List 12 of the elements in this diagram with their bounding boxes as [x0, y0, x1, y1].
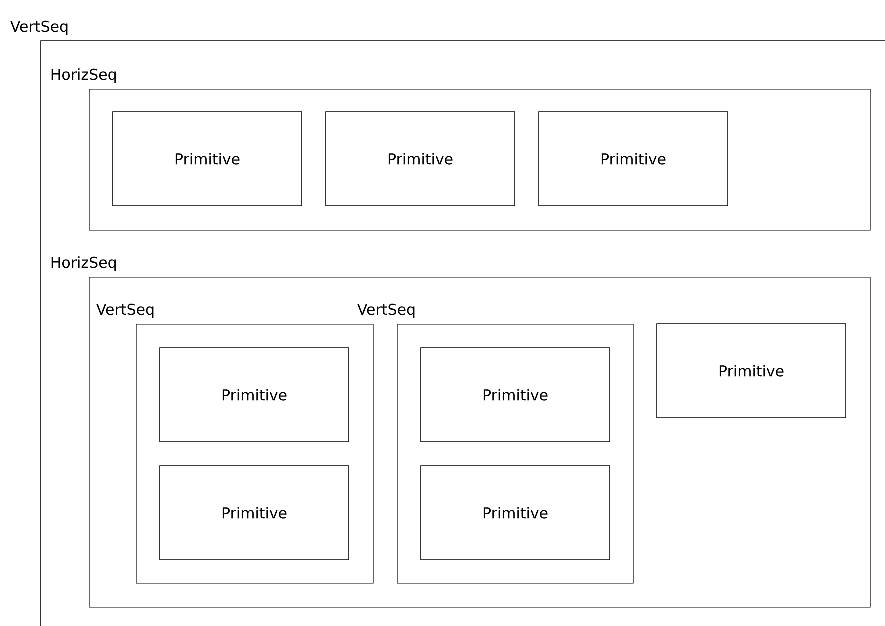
primitive-box: Primitive [538, 112, 728, 206]
primitive-box: Primitive [326, 112, 516, 206]
node-label: VertSeq [96, 304, 154, 318]
primitive-box: Primitive [160, 466, 350, 560]
primitive-box: Primitive [160, 348, 350, 442]
node-label: VertSeq [358, 304, 415, 318]
primitive-box: Primitive [112, 112, 302, 206]
node-label: HorizSeq [52, 256, 116, 272]
primitive-box: Primitive [656, 324, 846, 418]
primitive-box: Primitive [420, 466, 610, 560]
node-label: HorizSeq [52, 68, 116, 84]
primitive-box: Primitive [420, 348, 610, 442]
